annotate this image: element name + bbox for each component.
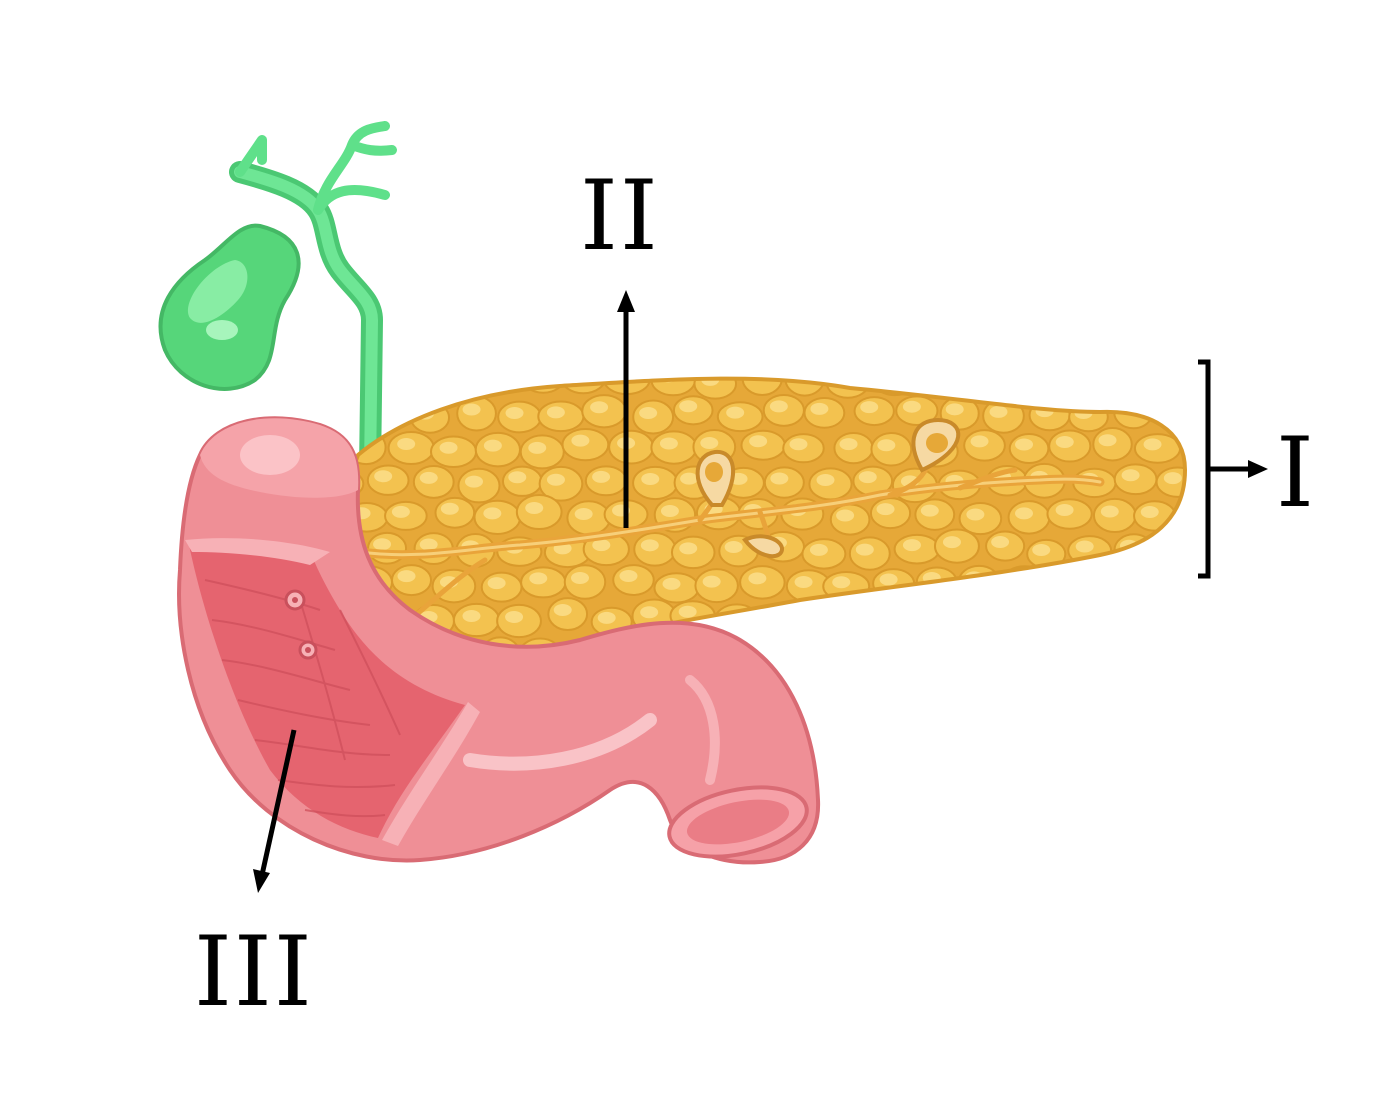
acinus [911, 417, 961, 473]
mucosal-folds [204, 579, 401, 818]
pancreas [347, 376, 1188, 652]
gallbladder [158, 121, 397, 481]
acinus [695, 449, 736, 507]
acinus [741, 534, 784, 559]
label-iii: III [194, 916, 314, 1028]
label-ii: II [580, 160, 660, 272]
duodenum [177, 416, 821, 865]
label-i: I [1276, 417, 1316, 529]
pointer-iii [259, 729, 297, 876]
label-pointers [253, 290, 1268, 893]
bracket-i [1198, 359, 1211, 579]
